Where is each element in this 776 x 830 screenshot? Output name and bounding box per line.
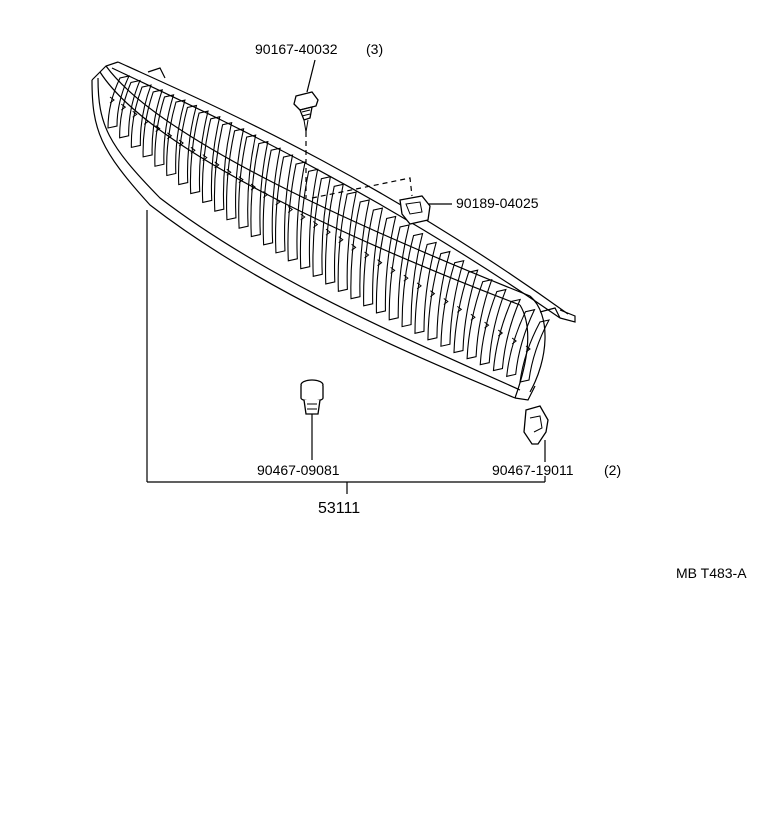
assembly-bracket: [146, 210, 546, 494]
grille-slat: [130, 84, 152, 149]
slat-notch: [313, 221, 319, 228]
slat-notch: [403, 274, 409, 282]
slat-notch: [250, 183, 256, 191]
grille-slat: [312, 175, 332, 278]
grille-slat: [453, 269, 479, 354]
grille-slat: [427, 250, 451, 341]
nut-part-number: 90189-04025: [456, 195, 539, 211]
grille-slat: [466, 279, 493, 360]
side-clip-part-number: 90467-19011: [492, 462, 574, 478]
grille-slat: [492, 298, 522, 372]
slat-notch: [470, 313, 476, 321]
slat-notch: [325, 228, 331, 236]
grille-slat: [324, 183, 344, 285]
slat-notch: [155, 125, 161, 132]
slat-notch: [443, 298, 449, 305]
grille-slat: [337, 191, 357, 293]
grille-slat: [506, 308, 536, 378]
slat-notch: [364, 251, 370, 259]
slat-notch: [377, 259, 383, 267]
grille-slats: [107, 75, 551, 383]
center-clip-part-number: 90467-09081: [257, 462, 340, 478]
radiator-grille: [91, 61, 576, 401]
screw-label-line: [306, 59, 316, 93]
slat-notch: [167, 132, 173, 140]
grille-slat: [225, 128, 245, 221]
screw-part: [293, 91, 319, 133]
diagram-reference-code: MB T483-A: [676, 565, 747, 581]
grille-slat: [287, 161, 306, 262]
slat-notch: [214, 161, 220, 169]
grille-slat: [440, 260, 465, 347]
nut-part: [399, 195, 431, 225]
slat-notch: [226, 168, 232, 176]
slat-notch: [416, 282, 422, 290]
grille-slat: [201, 116, 221, 204]
nut-leader: [311, 177, 413, 199]
slat-notch: [484, 321, 490, 329]
center-clip-part: [300, 379, 324, 415]
grille-slat: [107, 75, 130, 129]
slat-notch: [300, 213, 306, 221]
grille-slat: [388, 224, 410, 321]
screw-qty: (3): [366, 41, 383, 57]
grille-part-number: 53111: [318, 500, 360, 517]
grille-slat: [375, 215, 397, 314]
grille-slat: [238, 134, 257, 229]
slat-notch: [132, 110, 138, 118]
grille-slat: [299, 168, 319, 270]
screw-part-number: 90167-40032: [255, 41, 338, 57]
slat-notch: [121, 103, 127, 111]
slat-notch: [202, 154, 208, 162]
slat-notch: [338, 236, 344, 244]
slat-notch: [287, 206, 294, 213]
slat-notch: [430, 290, 436, 298]
slat-notch: [511, 337, 517, 345]
slat-notch: [275, 198, 281, 206]
slat-notch: [190, 146, 196, 154]
side-clip-part: [523, 405, 549, 445]
slat-notch: [109, 96, 115, 104]
grille-slat: [154, 94, 175, 167]
grille-slat: [274, 154, 294, 254]
grille-slat: [189, 110, 209, 195]
slat-notch: [143, 117, 150, 125]
slat-notch: [238, 176, 244, 184]
side-clip-qty: (2): [604, 462, 621, 478]
grille-slat: [401, 232, 424, 328]
slat-notch: [497, 329, 504, 337]
slat-notch: [263, 191, 269, 198]
grille-slat: [479, 288, 507, 366]
grille-slat: [177, 104, 198, 186]
slat-notch: [457, 305, 463, 313]
grille-slat: [142, 89, 164, 158]
slat-notch: [351, 243, 357, 251]
slat-notch: [390, 266, 396, 274]
grille-slat: [213, 121, 233, 212]
slat-notch: [525, 345, 531, 353]
grille-slat: [414, 241, 437, 334]
grille-slat: [119, 79, 141, 139]
grille-slat: [166, 99, 186, 177]
grille-slat: [262, 147, 281, 246]
grille-slat: [350, 199, 370, 300]
grille-slat: [250, 140, 269, 238]
grille-slat: [519, 319, 551, 383]
grille-slat: [363, 207, 384, 307]
slat-notch: [178, 139, 184, 147]
